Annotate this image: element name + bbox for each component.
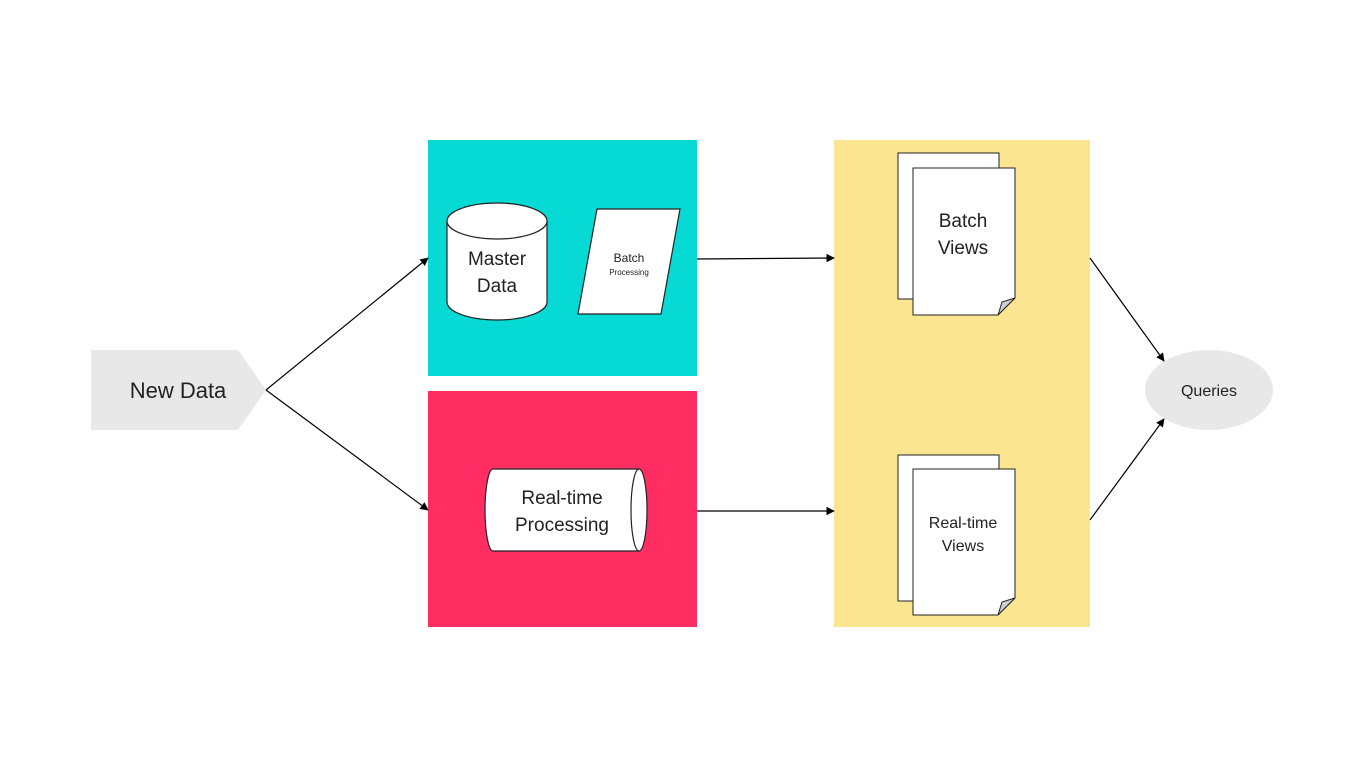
queries-label: Queries	[1181, 383, 1237, 400]
new-data-shape	[91, 350, 266, 430]
edge-new-data-to-batch-layer	[265, 257, 429, 391]
edge-new-data-to-speed-layer	[265, 389, 429, 511]
batch-views-label-line2: Views	[938, 238, 988, 259]
new-data-node: New Data	[91, 350, 266, 430]
batch-views-label-line1: Batch	[939, 211, 988, 232]
master-data-cylinder	[446, 221, 548, 321]
realtime-processing-cylinder	[484, 468, 648, 552]
batch-processing-label-line2: Processing	[609, 268, 649, 277]
master-data-label-line2: Data	[477, 276, 518, 297]
batch-processing-shape	[577, 208, 681, 315]
realtime-views-node: Real-time Views	[897, 454, 1016, 616]
realtime-views-page-fold	[997, 597, 1016, 616]
edge-realtime-views-to-queries	[1089, 418, 1165, 521]
batch-processing-node: Batch Processing	[577, 208, 681, 315]
master-data-node: Master Data	[446, 202, 548, 321]
realtime-processing-label-line2: Processing	[515, 515, 609, 536]
master-data-label-line1: Master	[468, 249, 527, 270]
realtime-processing-label-line1: Real-time	[521, 488, 602, 509]
edges	[265, 253, 1165, 521]
master-data-cylinder-top	[446, 202, 548, 240]
realtime-processing-node: Real-time Processing	[484, 468, 648, 552]
new-data-label: New Data	[130, 378, 227, 403]
batch-processing-label-line1: Batch	[614, 251, 645, 265]
queries-shape	[1145, 350, 1273, 430]
realtime-processing-cylinder-end	[630, 468, 640, 552]
queries-node: Queries	[1145, 350, 1273, 430]
realtime-views-label-line2: Views	[942, 538, 984, 555]
batch-views-node: Batch Views	[897, 152, 1016, 316]
realtime-views-label-line1: Real-time	[929, 515, 998, 532]
batch-views-page-fold	[997, 297, 1016, 316]
edge-batch-layer-to-serving-layer	[696, 253, 835, 263]
edge-batch-views-to-queries	[1089, 257, 1165, 362]
